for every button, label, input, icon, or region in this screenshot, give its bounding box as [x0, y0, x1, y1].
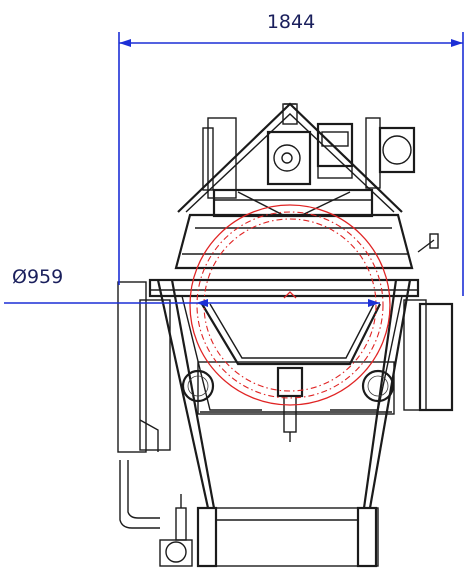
discharge-spout	[276, 366, 304, 442]
inspection-ports	[181, 369, 395, 403]
machine-frame	[117, 102, 454, 568]
internal-chute	[201, 303, 381, 366]
top-motors	[266, 117, 439, 253]
width-dimension-label: 1844	[267, 11, 315, 33]
diameter-dimension: Ø959	[4, 266, 380, 307]
drum-outline	[189, 204, 391, 406]
width-dimension: 1844	[118, 11, 464, 296]
diameter-dimension-label: Ø959	[12, 266, 63, 288]
